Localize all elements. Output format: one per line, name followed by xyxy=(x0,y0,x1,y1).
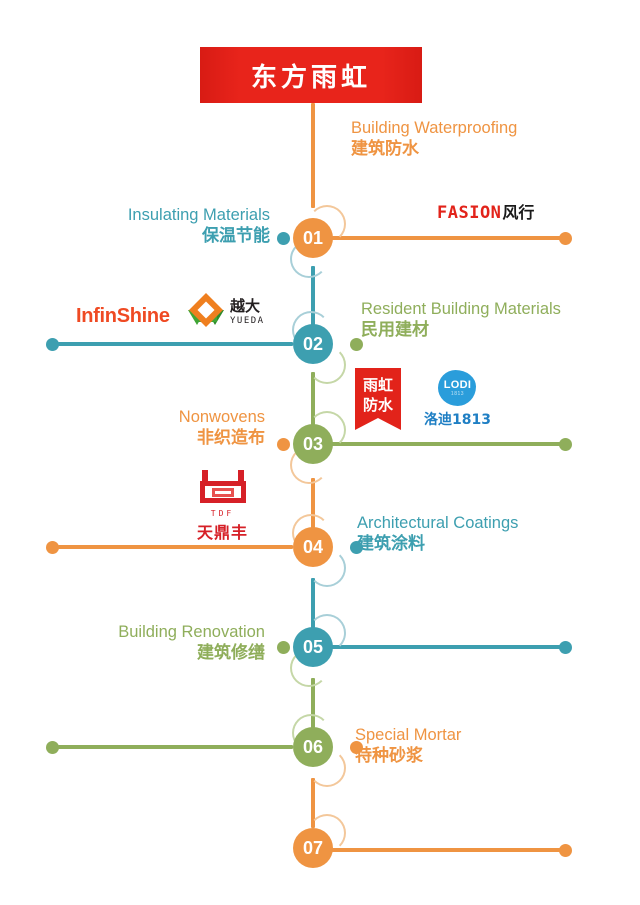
spine-segment-4 xyxy=(311,578,315,628)
branch-enddot-02 xyxy=(46,338,59,351)
logo-fasion-name: FASION xyxy=(437,203,502,223)
branch-line-02 xyxy=(58,342,293,346)
spine-segment-6 xyxy=(311,778,315,828)
arc-03-lower xyxy=(290,446,328,484)
timeline-node-07[interactable]: 07 xyxy=(293,828,333,868)
label-cn-insulating: 保温节能 xyxy=(202,226,270,246)
label-architectural-coatings: Architectural Coatings 建筑涂料 xyxy=(357,513,518,556)
branch-line-03 xyxy=(330,442,565,446)
branch-enddot-03 xyxy=(559,438,572,451)
timeline-node-05[interactable]: 05 xyxy=(293,627,333,667)
timeline-node-04[interactable]: 04 xyxy=(293,527,333,567)
branch-line-05 xyxy=(330,645,565,649)
node-dot-05 xyxy=(277,641,290,654)
timeline-node-02[interactable]: 02 xyxy=(293,324,333,364)
label-special-mortar: Special Mortar 特种砂浆 xyxy=(355,725,461,768)
node-number-02: 02 xyxy=(302,333,324,354)
label-cn-02: 民用建材 xyxy=(361,320,429,340)
branch-line-01 xyxy=(330,236,565,240)
logo-lodi-mark: LODI xyxy=(443,378,472,391)
node-number-04: 04 xyxy=(302,536,324,557)
brand-banner: 东方雨虹 xyxy=(200,47,422,103)
logo-yuhong-line2: 防水 xyxy=(362,396,393,414)
node-dot-02 xyxy=(350,338,363,351)
logo-infinshine: InfinShine xyxy=(76,305,170,328)
brand-title: 东方雨虹 xyxy=(250,62,371,93)
branch-enddot-01 xyxy=(559,232,572,245)
arc-07 xyxy=(308,814,346,852)
node-number-06: 06 xyxy=(302,736,324,757)
branch-line-06 xyxy=(58,745,293,749)
arc-02-lower xyxy=(308,346,346,384)
arc-05-lower xyxy=(290,649,328,687)
label-cn-05: 建筑修缮 xyxy=(197,643,265,663)
spine-segment-3 xyxy=(311,478,315,528)
arc-04-lower xyxy=(308,549,346,587)
logo-lodi-mark-sub: 1813 xyxy=(450,390,465,397)
label-en-02: Resident Building Materials xyxy=(361,300,561,318)
logo-infinshine-name: InfinShine xyxy=(76,305,170,327)
label-cn-04: 建筑涂料 xyxy=(357,534,425,554)
logo-tdf-cn: 天鼎丰 xyxy=(197,523,249,542)
logo-tiandingfeng: TDF 天鼎丰 xyxy=(197,470,248,543)
node-number-03: 03 xyxy=(302,433,324,454)
timeline-node-06[interactable]: 06 xyxy=(293,727,333,767)
logo-tdf-en: TDF xyxy=(210,509,235,518)
node-number-01: 01 xyxy=(302,227,324,248)
spine-segment-0 xyxy=(311,103,315,208)
arc-04 xyxy=(292,514,330,552)
arc-01-lower xyxy=(290,240,328,278)
label-building-waterproofing: Building Waterproofing 建筑防水 xyxy=(351,118,517,161)
logo-yueda-en: YUEDA xyxy=(230,315,265,326)
timeline-node-03[interactable]: 03 xyxy=(293,424,333,464)
branch-enddot-05 xyxy=(559,641,572,654)
tdf-vessel-icon xyxy=(198,470,248,508)
label-cn-03: 非织造布 xyxy=(197,428,265,448)
label-en-insulating: Insulating Materials xyxy=(127,206,270,224)
label-en-01: Building Waterproofing xyxy=(351,119,518,137)
label-cn-06: 特种砂浆 xyxy=(355,746,423,766)
lodi-blob-icon: LODI 1813 xyxy=(438,370,477,406)
node-number-05: 05 xyxy=(302,636,324,657)
label-en-06: Special Mortar xyxy=(355,726,462,744)
label-en-04: Architectural Coatings xyxy=(357,514,519,532)
label-insulating-materials: Insulating Materials 保温节能 xyxy=(30,205,270,248)
logo-fasion-cn: 风行 xyxy=(502,203,535,222)
label-building-renovation: Building Renovation 建筑修缮 xyxy=(30,622,265,665)
arc-02 xyxy=(292,311,330,349)
node-dot-01 xyxy=(277,232,290,245)
timeline-node-01[interactable]: 01 xyxy=(293,218,333,258)
node-number-07: 07 xyxy=(302,837,324,858)
node-dot-04 xyxy=(350,541,363,554)
logo-yuhong: 雨虹 防水 xyxy=(355,368,401,430)
label-resident-building-materials: Resident Building Materials 民用建材 xyxy=(361,299,561,342)
logo-lodi: LODI 1813 洛迪1813 xyxy=(424,370,491,429)
branch-enddot-07 xyxy=(559,844,572,857)
arc-03 xyxy=(308,411,346,449)
node-dot-03 xyxy=(277,438,290,451)
logo-yueda-cn: 越大 xyxy=(230,296,261,315)
arc-01 xyxy=(308,205,346,243)
spine-segment-5 xyxy=(311,678,315,728)
branch-line-07 xyxy=(330,848,565,852)
logo-yueda: 越大 YUEDA xyxy=(188,293,265,327)
arc-06-lower xyxy=(308,749,346,787)
spine-segment-2 xyxy=(311,372,315,425)
branch-enddot-06 xyxy=(46,741,59,754)
logo-lodi-cn: 洛迪1813 xyxy=(424,412,491,428)
label-en-05: Building Renovation xyxy=(118,623,265,641)
branch-line-04 xyxy=(58,545,293,549)
label-cn-01: 建筑防水 xyxy=(351,139,419,159)
arc-06 xyxy=(292,714,330,752)
arc-05 xyxy=(308,614,346,652)
node-dot-06 xyxy=(350,741,363,754)
yueda-cube-icon xyxy=(188,293,224,327)
spine-segment-1 xyxy=(311,266,315,326)
logo-fasion: FASION 风行 xyxy=(437,199,534,223)
label-en-03: Nonwovens xyxy=(178,408,265,426)
branch-enddot-04 xyxy=(46,541,59,554)
logo-yuhong-line1: 雨虹 xyxy=(362,376,393,394)
label-nonwovens: Nonwovens 非织造布 xyxy=(30,407,265,450)
